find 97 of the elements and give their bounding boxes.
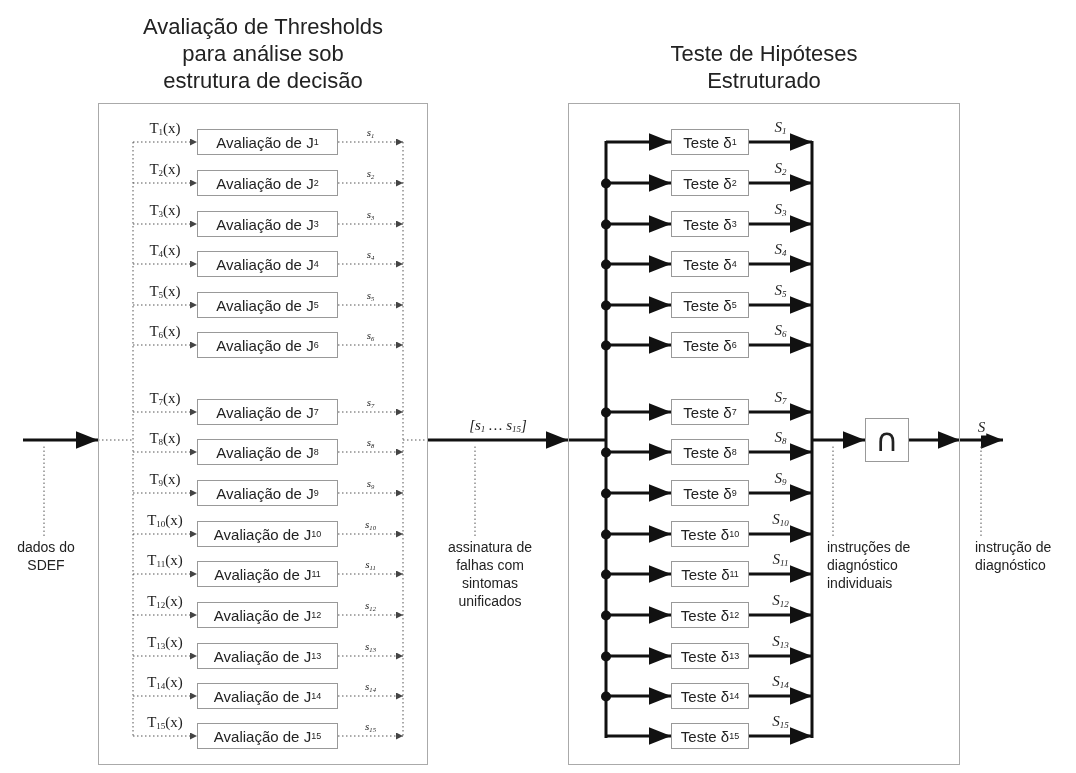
arrow: [337, 732, 404, 740]
panel-title: Teste de Hipóteses Estruturado: [669, 40, 859, 94]
leader-line: [980, 445, 982, 537]
arrow: [337, 301, 404, 309]
edge-label: T$_{4}$(x): [148, 242, 182, 260]
edge-label: T$_{5}$(x): [148, 283, 182, 301]
arrow: [749, 687, 812, 705]
edge-label: T$_{8}$(x): [148, 430, 182, 448]
arrow: [337, 530, 404, 538]
arrow: [132, 220, 198, 228]
arrow: [749, 255, 812, 273]
arrow: [132, 301, 198, 309]
arrow: [337, 611, 404, 619]
edge-label: S$_{4}$: [773, 241, 788, 259]
arrow: [337, 220, 404, 228]
arrow: [749, 296, 812, 314]
arrow: [23, 431, 98, 449]
arrow: [749, 565, 812, 583]
annotation-text: instruções de diagnóstico individuais: [827, 538, 952, 592]
edge-label: S$_{6}$: [773, 322, 788, 340]
edge-label: S$_{15}$: [771, 713, 790, 731]
arrow: [749, 336, 812, 354]
bus-line: [600, 140, 612, 738]
arrow: [132, 692, 198, 700]
arrow: [749, 174, 812, 192]
arrow: [132, 611, 198, 619]
arrow: [749, 647, 812, 665]
arrow: [132, 179, 198, 187]
arrow: [749, 606, 812, 624]
edge-label: T$_{14}$(x): [146, 674, 184, 692]
edge-label: S$_{14}$: [771, 673, 790, 691]
edge-label: S$_{3}$: [773, 201, 788, 219]
arrow: [337, 341, 404, 349]
arrow: [606, 727, 671, 745]
arrow: [132, 260, 198, 268]
edge-label: [s$_{1}$ … s$_{15}$]: [468, 417, 528, 435]
arrow: [337, 692, 404, 700]
annotation-text: dados do SDEF: [2, 538, 90, 574]
arrow: [337, 489, 404, 497]
arrow: [812, 431, 865, 449]
arrow: [749, 443, 812, 461]
edge-label: S$_{2}$: [773, 160, 788, 178]
edge-label: T$_{7}$(x): [148, 390, 182, 408]
arrow: [749, 133, 812, 151]
arrow: [132, 489, 198, 497]
arrow: [132, 448, 198, 456]
panel-title: Avaliação de Thresholds para análise sob estrutura de decisão: [141, 13, 385, 94]
arrow: [132, 138, 198, 146]
arrow: [132, 652, 198, 660]
leader-line: [832, 445, 834, 537]
arrow: [749, 727, 812, 745]
arrow: [132, 732, 198, 740]
arrow: [132, 341, 198, 349]
edge-label: S$_{7}$: [773, 389, 788, 407]
edge-label: S$_{11}$: [771, 551, 790, 569]
arrow: [337, 138, 404, 146]
edge-label: T$_{9}$(x): [148, 471, 182, 489]
arrow: [749, 215, 812, 233]
arrow: [749, 484, 812, 502]
edge-label: T$_{15}$(x): [146, 714, 184, 732]
edge-label: T$_{2}$(x): [148, 161, 182, 179]
edge-label: T$_{12}$(x): [146, 593, 184, 611]
edge-label: T$_{1}$(x): [148, 120, 182, 138]
arrow: [428, 431, 568, 449]
arrow: [337, 179, 404, 187]
edge-label: T$_{13}$(x): [146, 634, 184, 652]
edge-label: S$_{10}$: [771, 511, 790, 529]
edge-label: S$_{13}$: [771, 633, 790, 651]
arrow: [337, 260, 404, 268]
arrow: [749, 403, 812, 421]
annotation-text: instrução de diagnóstico: [975, 538, 1075, 574]
arrow: [606, 133, 671, 151]
edge-label: S$_{5}$: [773, 282, 788, 300]
arrow: [132, 570, 198, 578]
edge-label: T$_{6}$(x): [148, 323, 182, 341]
arrow: [749, 525, 812, 543]
edge-label: S$_{8}$: [773, 429, 788, 447]
edge-label: T$_{11}$(x): [146, 552, 184, 570]
arrow: [337, 408, 404, 416]
leader-line: [43, 445, 45, 537]
arrow: [909, 431, 960, 449]
edge-label: T$_{3}$(x): [148, 202, 182, 220]
connector-line: [97, 439, 134, 441]
edge-label: S$_{9}$: [773, 470, 788, 488]
intersection-box: ∩: [865, 418, 909, 462]
edge-label: T$_{10}$(x): [146, 512, 184, 530]
arrow: [337, 448, 404, 456]
arrow: [132, 408, 198, 416]
edge-label: S$_{12}$: [771, 592, 790, 610]
edge-label: S$_{1}$: [773, 119, 788, 137]
leader-line: [474, 445, 476, 537]
annotation-text: assinatura de falhas com sintomas unificados: [436, 538, 544, 610]
connector-line: [568, 438, 606, 442]
arrow: [337, 570, 404, 578]
arrow: [960, 431, 1003, 449]
arrow: [132, 530, 198, 538]
arrow: [337, 652, 404, 660]
